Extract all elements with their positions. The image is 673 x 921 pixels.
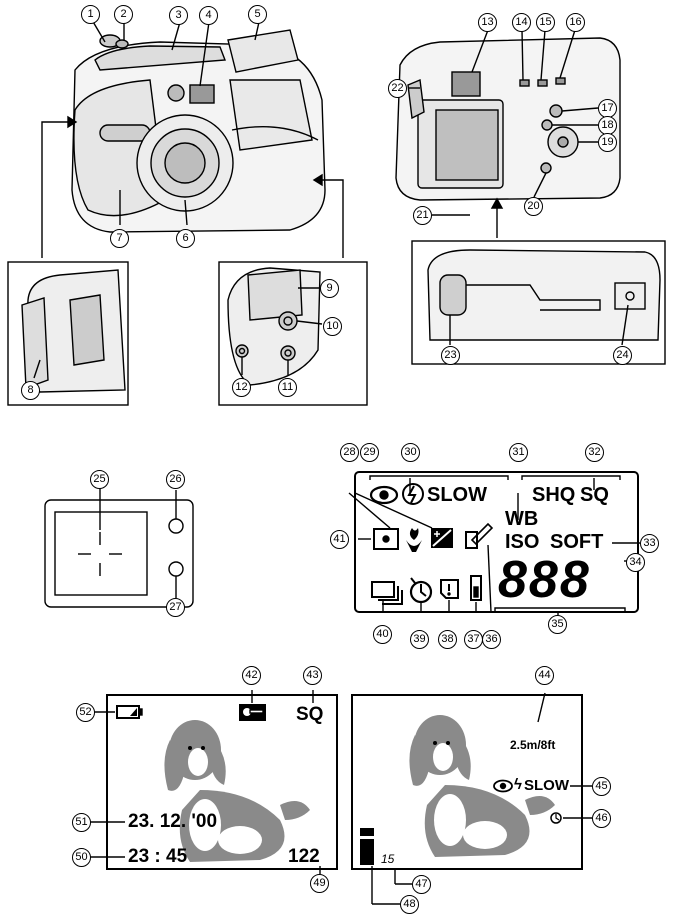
control-panel-lcd [354,471,639,613]
callout-47: 47 [412,875,431,894]
callout-51: 51 [72,813,91,832]
callout-46: 46 [592,809,611,828]
callout-20: 20 [524,197,543,216]
callout-13: 13 [478,13,497,32]
monitor-shooting-frame [351,694,583,870]
lcd-white-balance: WB [505,508,539,530]
lcd-flash-slow: SLOW [427,484,487,506]
callout-22: 22 [388,79,407,98]
callout-52: 52 [76,703,95,722]
monitor-flash-icon: ϟ [514,776,522,793]
camera-front-illustration [71,29,326,233]
callout-32: 32 [585,443,604,462]
callout-33: 33 [640,534,659,553]
callout-23: 23 [441,346,460,365]
callout-29: 29 [360,443,379,462]
callout-6: 6 [176,229,195,248]
monitor-flash-slow: SLOW [524,777,569,794]
callout-24: 24 [613,346,632,365]
callout-44: 44 [535,666,554,685]
camera-back-illustration [395,37,621,201]
callout-21: 21 [413,206,432,225]
callout-28: 28 [340,443,359,462]
monitor-frame-count: 122 [288,846,320,867]
monitor-flash-range: 2.5m/8ft [510,738,556,752]
callout-42: 42 [242,666,261,685]
callout-39: 39 [410,630,429,649]
callout-31: 31 [509,443,528,462]
lcd-quality-shq: SHQ [532,484,576,506]
callout-2: 2 [114,5,133,24]
monitor-time: 23 : 45 [128,846,188,867]
callout-9: 9 [320,279,339,298]
callout-10: 10 [323,317,342,336]
monitor-quality: SQ [296,704,324,725]
callout-50: 50 [72,848,91,867]
callout-4: 4 [199,6,218,25]
callout-16: 16 [566,13,585,32]
callout-1: 1 [81,5,100,24]
callout-48: 48 [400,895,419,914]
lcd-iso: ISO [505,531,540,553]
orange-lamp-indicator [168,561,184,577]
callout-8: 8 [21,381,40,400]
lcd-soft: SOFT [550,531,604,553]
lcd-quality-sq: SQ [580,484,609,506]
callout-19: 19 [598,133,617,152]
callout-12: 12 [232,378,251,397]
callout-14: 14 [512,13,531,32]
callout-38: 38 [438,630,457,649]
monitor-date: 23. 12. '00 [128,811,218,832]
callout-43: 43 [303,666,322,685]
monitor-playback-frame [106,694,338,870]
callout-37: 37 [464,630,483,649]
callout-35: 35 [548,615,567,634]
green-lamp-indicator [168,518,184,534]
callout-26: 26 [166,470,185,489]
callout-15: 15 [536,13,555,32]
monitor-shutter-speed: 15 [381,852,395,866]
lcd-digits: 888 [498,551,591,609]
callout-34: 34 [626,553,645,572]
callout-3: 3 [169,6,188,25]
callout-49: 49 [310,874,329,893]
callout-7: 7 [110,229,129,248]
callout-11: 11 [278,378,297,397]
callout-5: 5 [248,5,267,24]
callout-36: 36 [482,630,501,649]
callout-18: 18 [598,116,617,135]
callout-25: 25 [90,470,109,489]
callout-45: 45 [592,777,611,796]
callout-40: 40 [373,625,392,644]
callout-41: 41 [330,530,349,549]
callout-27: 27 [166,598,185,617]
viewfinder-outline [44,499,194,608]
callout-30: 30 [401,443,420,462]
